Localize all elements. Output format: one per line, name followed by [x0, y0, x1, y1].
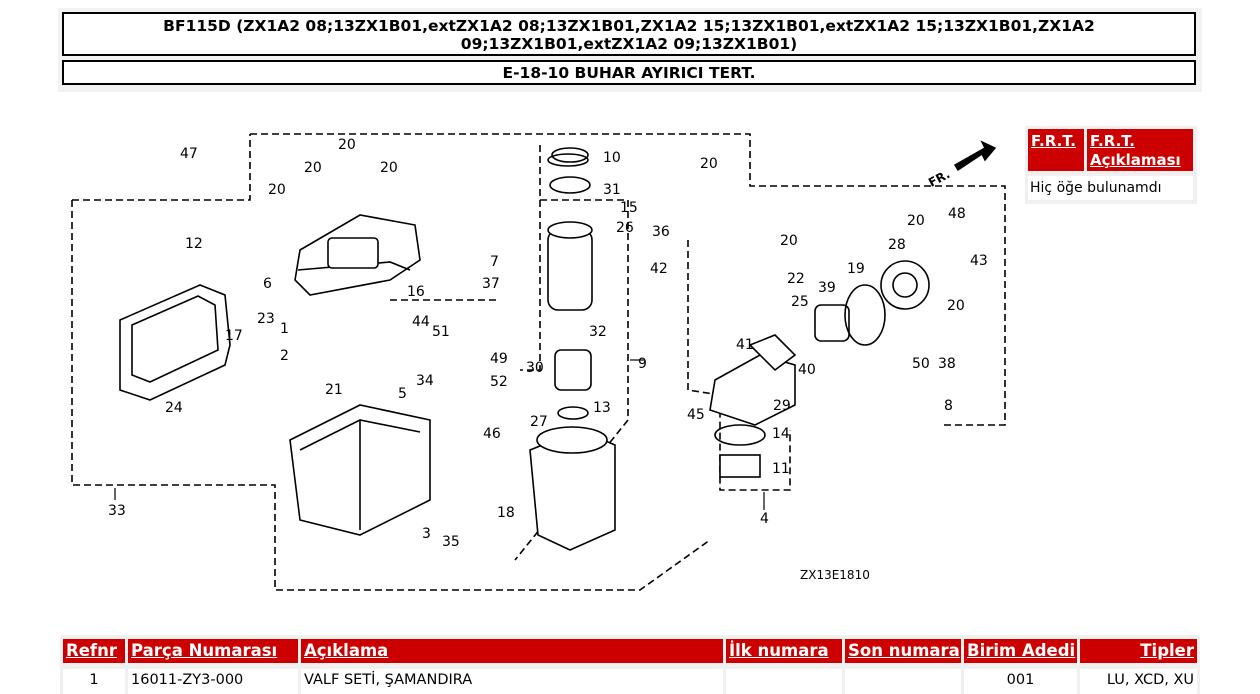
svg-text:41: 41: [736, 337, 754, 353]
svg-text:22: 22: [787, 271, 805, 287]
svg-text:17: 17: [225, 328, 243, 344]
svg-text:35: 35: [442, 534, 460, 550]
fuel-strainer-housing: [709, 334, 797, 426]
svg-text:28: 28: [888, 237, 906, 253]
svg-text:38: 38: [938, 356, 956, 372]
svg-text:39: 39: [818, 280, 836, 296]
frt-empty-message: Hiç öğe bulunamdı: [1028, 176, 1193, 200]
svg-text:45: 45: [687, 407, 705, 423]
svg-text:10: 10: [603, 150, 621, 166]
cell-unit-qty: 001: [964, 669, 1077, 694]
svg-text:20: 20: [947, 298, 965, 314]
svg-text:24: 24: [165, 400, 183, 416]
svg-text:34: 34: [416, 373, 434, 389]
separator-body: [529, 426, 616, 551]
svg-text:26: 26: [616, 220, 634, 236]
svg-text:20: 20: [700, 156, 718, 172]
svg-text:47: 47: [180, 146, 198, 162]
pump-filter: [554, 349, 592, 420]
frt-header-description[interactable]: F.R.T. Açıklaması: [1087, 129, 1193, 171]
svg-text:40: 40: [798, 362, 816, 378]
svg-text:20: 20: [780, 233, 798, 249]
svg-text:44: 44: [412, 314, 430, 330]
svg-text:36: 36: [652, 224, 670, 240]
svg-text:29: 29: [773, 398, 791, 414]
svg-text:14: 14: [772, 426, 790, 442]
cell-types: LU, XCD, XU: [1080, 669, 1197, 694]
col-types[interactable]: Tipler: [1080, 639, 1197, 663]
svg-text:51: 51: [432, 324, 450, 340]
svg-text:30: 30: [526, 360, 544, 376]
svg-text:43: 43: [970, 253, 988, 269]
svg-text:15: 15: [620, 200, 638, 216]
svg-text:31: 31: [603, 182, 621, 198]
cell-refnr: 1: [63, 669, 125, 694]
svg-text:20: 20: [268, 182, 286, 198]
svg-text:9: 9: [638, 356, 647, 372]
svg-text:18: 18: [497, 505, 515, 521]
col-last-number[interactable]: Son numara: [845, 639, 961, 663]
col-first-number[interactable]: İlk numara: [726, 639, 842, 663]
svg-text:21: 21: [325, 382, 343, 398]
svg-text:16: 16: [407, 284, 425, 300]
vapor-separator-cover: [294, 214, 421, 296]
cell-part-number: 16011-ZY3-000: [128, 669, 298, 694]
svg-text:48: 48: [948, 206, 966, 222]
cell-description: VALF SETİ, ŞAMANDIRA: [301, 669, 723, 694]
front-direction-arrow: FR.: [926, 140, 997, 190]
svg-text:20: 20: [907, 213, 925, 229]
table-row[interactable]: 1 16011-ZY3-000 VALF SETİ, ŞAMANDIRA 001…: [60, 667, 1200, 694]
svg-text:20: 20: [304, 160, 322, 176]
diagram-code: ZX13E1810: [800, 568, 870, 582]
cover-plate: [119, 284, 231, 401]
cell-last-number: [845, 669, 961, 694]
svg-text:3: 3: [422, 526, 431, 542]
svg-text:27: 27: [530, 414, 548, 430]
svg-text:1: 1: [280, 321, 289, 337]
col-refnr[interactable]: Refnr: [63, 639, 125, 663]
svg-text:52: 52: [490, 374, 508, 390]
svg-text:23: 23: [257, 311, 275, 327]
svg-text:37: 37: [482, 276, 500, 292]
svg-text:6: 6: [263, 276, 272, 292]
cell-first-number: [726, 669, 842, 694]
svg-text:11: 11: [772, 461, 790, 477]
fuel-filter: [814, 284, 886, 346]
section-title: E-18-10 BUHAR AYIRICI TERT.: [62, 60, 1196, 85]
parts-table-header: Refnr Parça Numarası Açıklama İlk numara…: [60, 635, 1200, 667]
svg-text:4: 4: [760, 511, 769, 527]
svg-text:5: 5: [398, 386, 407, 402]
svg-text:12: 12: [185, 236, 203, 252]
svg-text:8: 8: [944, 398, 953, 414]
frt-table: F.R.T. F.R.T. Açıklaması Hiç öğe bulunam…: [1025, 126, 1197, 204]
svg-text:42: 42: [650, 261, 668, 277]
svg-text:33: 33: [108, 503, 126, 519]
svg-text:13: 13: [593, 400, 611, 416]
filter-cup: [880, 260, 930, 310]
svg-text:32: 32: [589, 324, 607, 340]
svg-text:2: 2: [280, 348, 289, 364]
col-part-number[interactable]: Parça Numarası: [128, 639, 298, 663]
svg-text:50: 50: [912, 356, 930, 372]
svg-text:49: 49: [490, 351, 508, 367]
svg-text:46: 46: [483, 426, 501, 442]
svg-text:25: 25: [791, 294, 809, 310]
fuel-pump: [547, 147, 593, 311]
float-chamber: [289, 404, 431, 536]
col-unit-qty[interactable]: Birim Adedi: [964, 639, 1077, 663]
svg-text:19: 19: [847, 261, 865, 277]
frt-header-code[interactable]: F.R.T.: [1028, 129, 1084, 171]
svg-text:7: 7: [490, 254, 499, 270]
svg-text:20: 20: [380, 160, 398, 176]
svg-text:20: 20: [338, 137, 356, 153]
col-description[interactable]: Açıklama: [301, 639, 723, 663]
model-title: BF115D (ZX1A2 08;13ZX1B01,extZX1A2 08;13…: [62, 12, 1196, 56]
